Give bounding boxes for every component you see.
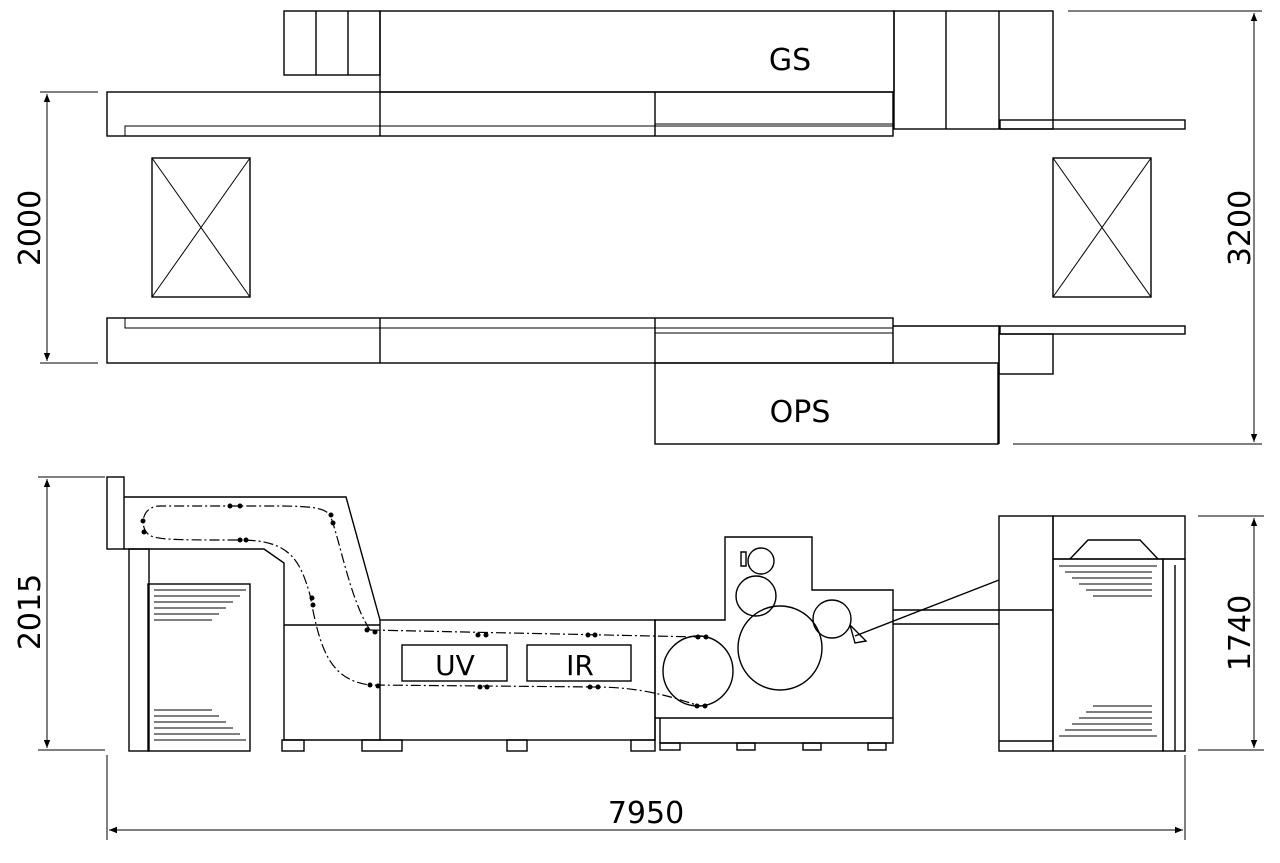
dimension-7950: 7950 [106, 755, 1186, 840]
lower-rail [106, 317, 894, 364]
impression-cylinder [662, 635, 734, 707]
side-view: UV IR [13, 476, 1264, 840]
right-cross-box [1052, 157, 1152, 298]
top-view: GS OPS 2000 3200 [13, 10, 1262, 445]
left-delivery-tower [106, 476, 403, 752]
dimension-2000: 2000 [13, 91, 98, 364]
dimension-1740: 1740 [1198, 515, 1264, 751]
dimension-3200: 3200 [1013, 10, 1262, 445]
coater-roller [812, 599, 852, 639]
sheet-path [140, 503, 709, 709]
left-cross-box [151, 157, 251, 298]
ops-frame [654, 325, 1186, 445]
printing-unit [654, 536, 1000, 751]
ink-roller-2 [747, 547, 775, 575]
ink-roller-1 [735, 575, 777, 617]
right-stack-lines [1059, 565, 1157, 737]
gs-frame [283, 10, 1186, 130]
upper-rail [106, 91, 894, 137]
dimension-1740-text: 1740 [1223, 595, 1258, 671]
uv-label: UV [435, 649, 475, 682]
plate-cylinder [737, 605, 823, 691]
dryer-section [379, 619, 656, 752]
dimension-7950-text: 7950 [608, 796, 684, 831]
dimension-2000-text: 2000 [13, 190, 48, 266]
ir-label: IR [566, 649, 594, 682]
ops-label: OPS [770, 395, 831, 430]
dimension-3200-text: 3200 [1223, 190, 1258, 266]
dimension-2015-text: 2015 [13, 574, 48, 650]
dimension-2015: 2015 [13, 476, 105, 751]
gs-label: GS [769, 43, 811, 78]
right-feeder [998, 515, 1186, 752]
left-stack-lines [154, 589, 246, 741]
